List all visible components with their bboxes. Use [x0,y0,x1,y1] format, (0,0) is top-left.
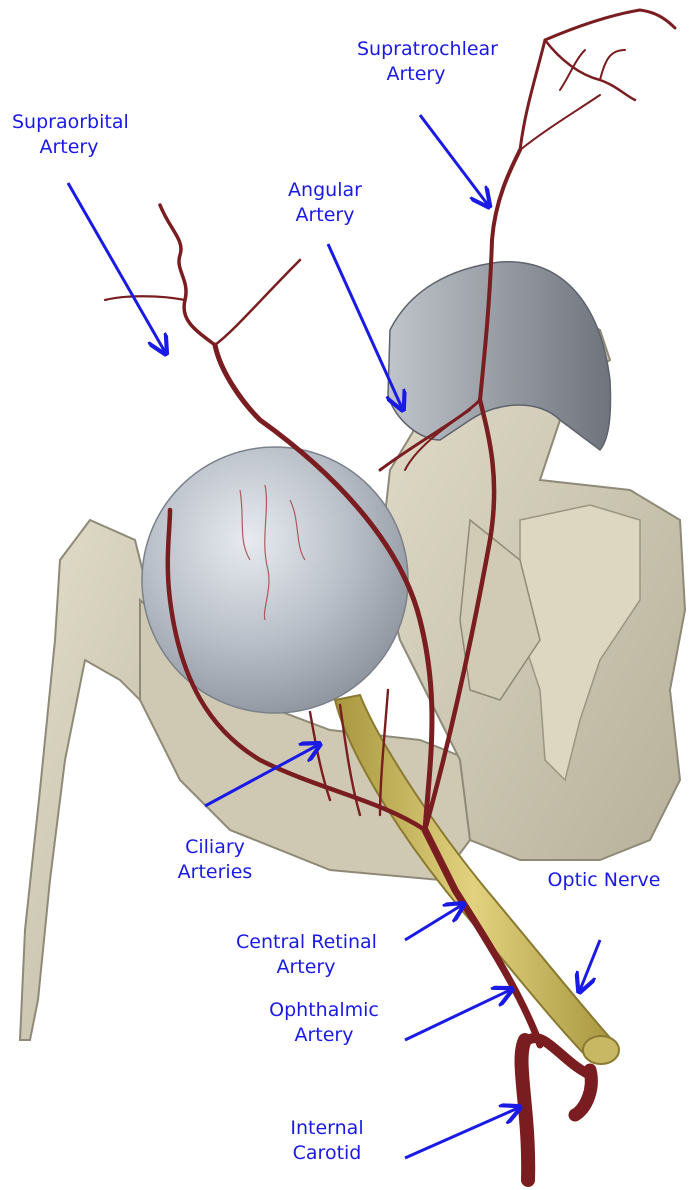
label-central-retinal-artery: Central Retinal Artery [236,930,376,980]
label-line: Artery [268,1023,380,1048]
label-angular-artery: Angular Artery [282,178,368,228]
internal-carotid-vessel [522,1040,529,1180]
label-internal-carotid: Internal Carotid [282,1116,372,1166]
label-line: Carotid [282,1141,372,1166]
arrow-supraorbital [68,183,165,352]
arrow-angular [328,244,402,408]
label-supraorbital-artery: Supraorbital Artery [12,110,126,160]
optic-nerve-end [583,1036,619,1064]
arrow-ophthalmic [405,990,510,1040]
label-line: Artery [236,955,376,980]
supraorbital-artery-vessel [160,205,215,345]
label-line: Internal [282,1116,372,1141]
arrow-optic-nerve [580,940,600,990]
label-ciliary-arteries: Ciliary Arteries [170,835,260,885]
label-line: Arteries [170,860,260,885]
label-line: Central Retinal [236,930,376,955]
label-line: Supraorbital [12,110,126,135]
label-optic-nerve: Optic Nerve [545,868,663,893]
label-supratrochlear-artery: Supratrochlear Artery [357,37,475,87]
label-line: Supratrochlear [357,37,475,62]
label-line: Angular [282,178,368,203]
label-line: Ciliary [170,835,260,860]
label-ophthalmic-artery: Ophthalmic Artery [268,998,380,1048]
arrow-internal-carotid [405,1108,518,1158]
label-line: Ophthalmic [268,998,380,1023]
arrow-supratrochlear [420,115,488,205]
label-line: Artery [12,135,126,160]
label-line: Artery [357,62,475,87]
label-line: Artery [282,203,368,228]
eyeball [142,447,408,713]
arrow-central-retinal [405,905,462,940]
label-line: Optic Nerve [545,868,663,893]
